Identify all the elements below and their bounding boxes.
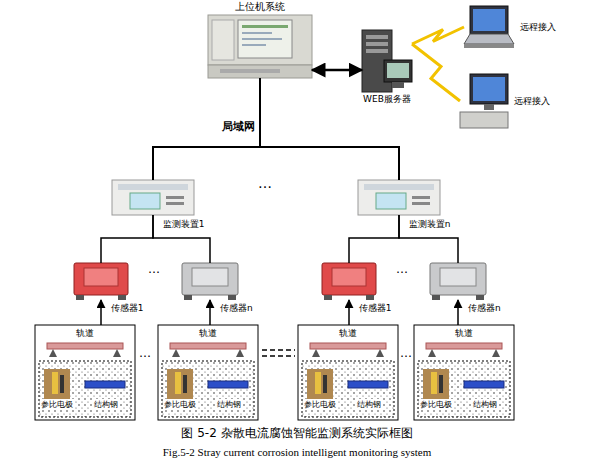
ellipsis: … (139, 346, 151, 360)
reference-electrode: 参比电极 (40, 366, 74, 410)
node-label: 轨道 (199, 328, 217, 339)
node-label: 结构钢 (356, 399, 382, 410)
sensor-node: 传感器1 (74, 263, 128, 300)
desktop-computer (460, 74, 508, 128)
wireless-link (412, 44, 460, 101)
caption-english: Fig.5-2 Stray current corrosion intellig… (163, 446, 432, 458)
node-label: 传感器n (220, 303, 253, 314)
lan-label: 局域网 (222, 119, 255, 134)
connector (153, 78, 260, 180)
connector (349, 215, 399, 263)
structural-steel: 结构钢 (460, 378, 510, 410)
node-label: 参比电极 (419, 399, 453, 410)
node-label: 传感器n (468, 303, 501, 314)
node-label: 远程接入 (514, 96, 550, 107)
node-label: 传感器1 (111, 303, 144, 314)
reference-electrode: 参比电极 (303, 366, 337, 410)
node-label: 远程接入 (520, 22, 556, 33)
sensor-red (74, 263, 128, 300)
remote-client: 远程接入 (460, 74, 508, 128)
connector (457, 300, 459, 325)
reference-electrode: 参比电极 (419, 366, 453, 410)
figure-caption: 图 5-2 杂散电流腐蚀智能监测系统实际框图 (181, 425, 412, 442)
track-site (158, 325, 258, 420)
track-site-node: 轨道参比电极 结构钢 (414, 325, 514, 420)
node-label: 监测装置1 (163, 219, 205, 230)
monitor-device-node: 监测装置1 (112, 180, 194, 215)
track-site-node: 轨道参比电极 结构钢 (35, 325, 135, 420)
sensor-node: 传感器1 (322, 263, 376, 300)
node-label: 传感器1 (359, 303, 392, 314)
track-site (298, 325, 398, 420)
connector (101, 215, 153, 263)
monitor-device (358, 180, 440, 215)
web-server-node: WEB服务器 (362, 30, 412, 92)
node-label: 结构钢 (93, 399, 119, 410)
track-site (414, 325, 514, 420)
reference-electrode: 参比电极 (163, 366, 197, 410)
node-label: 参比电极 (303, 399, 337, 410)
node-label: 结构钢 (472, 399, 498, 410)
connector (100, 300, 102, 325)
ellipsis: … (396, 262, 408, 276)
track-site-node: 轨道参比电极 结构钢 (158, 325, 258, 420)
connector (209, 300, 211, 325)
sensor-grey (430, 263, 486, 300)
ellipsis: … (258, 175, 272, 191)
node-label: 参比电极 (163, 399, 197, 410)
sensor-red (322, 263, 376, 300)
connector (312, 69, 362, 72)
node-label: 参比电极 (40, 399, 74, 410)
sensor-node: 传感器n (182, 263, 238, 300)
track-site-node: 轨道参比电极 结构钢 (298, 325, 398, 420)
node-label: 监测装置n (409, 219, 451, 230)
host-computer-node: 上位机系统 (208, 15, 312, 78)
connector (399, 215, 458, 263)
web-server (362, 30, 412, 92)
node-label: 结构钢 (216, 399, 242, 410)
track-site (35, 325, 135, 420)
connector (260, 78, 399, 180)
node-label: 上位机系统 (235, 1, 285, 12)
host-computer (208, 15, 312, 78)
node-label: WEB服务器 (363, 94, 411, 105)
monitor-device (112, 180, 194, 215)
connector (348, 300, 350, 325)
connector (153, 215, 210, 263)
structural-steel: 结构钢 (204, 378, 254, 410)
monitor-device-node: 监测装置n (358, 180, 440, 215)
remote-client: 远程接入 (464, 6, 514, 48)
node-label: 轨道 (76, 328, 94, 339)
node-label: 轨道 (455, 328, 473, 339)
node-label: 轨道 (339, 328, 357, 339)
structural-steel: 结构钢 (344, 378, 394, 410)
ellipsis: … (400, 346, 412, 360)
sensor-grey (182, 263, 238, 300)
structural-steel: 结构钢 (81, 378, 131, 410)
wireless-link (412, 27, 464, 44)
sensor-node: 传感器n (430, 263, 486, 300)
laptop (464, 6, 514, 48)
ellipsis: … (148, 262, 160, 276)
separator-dashes (262, 350, 295, 356)
